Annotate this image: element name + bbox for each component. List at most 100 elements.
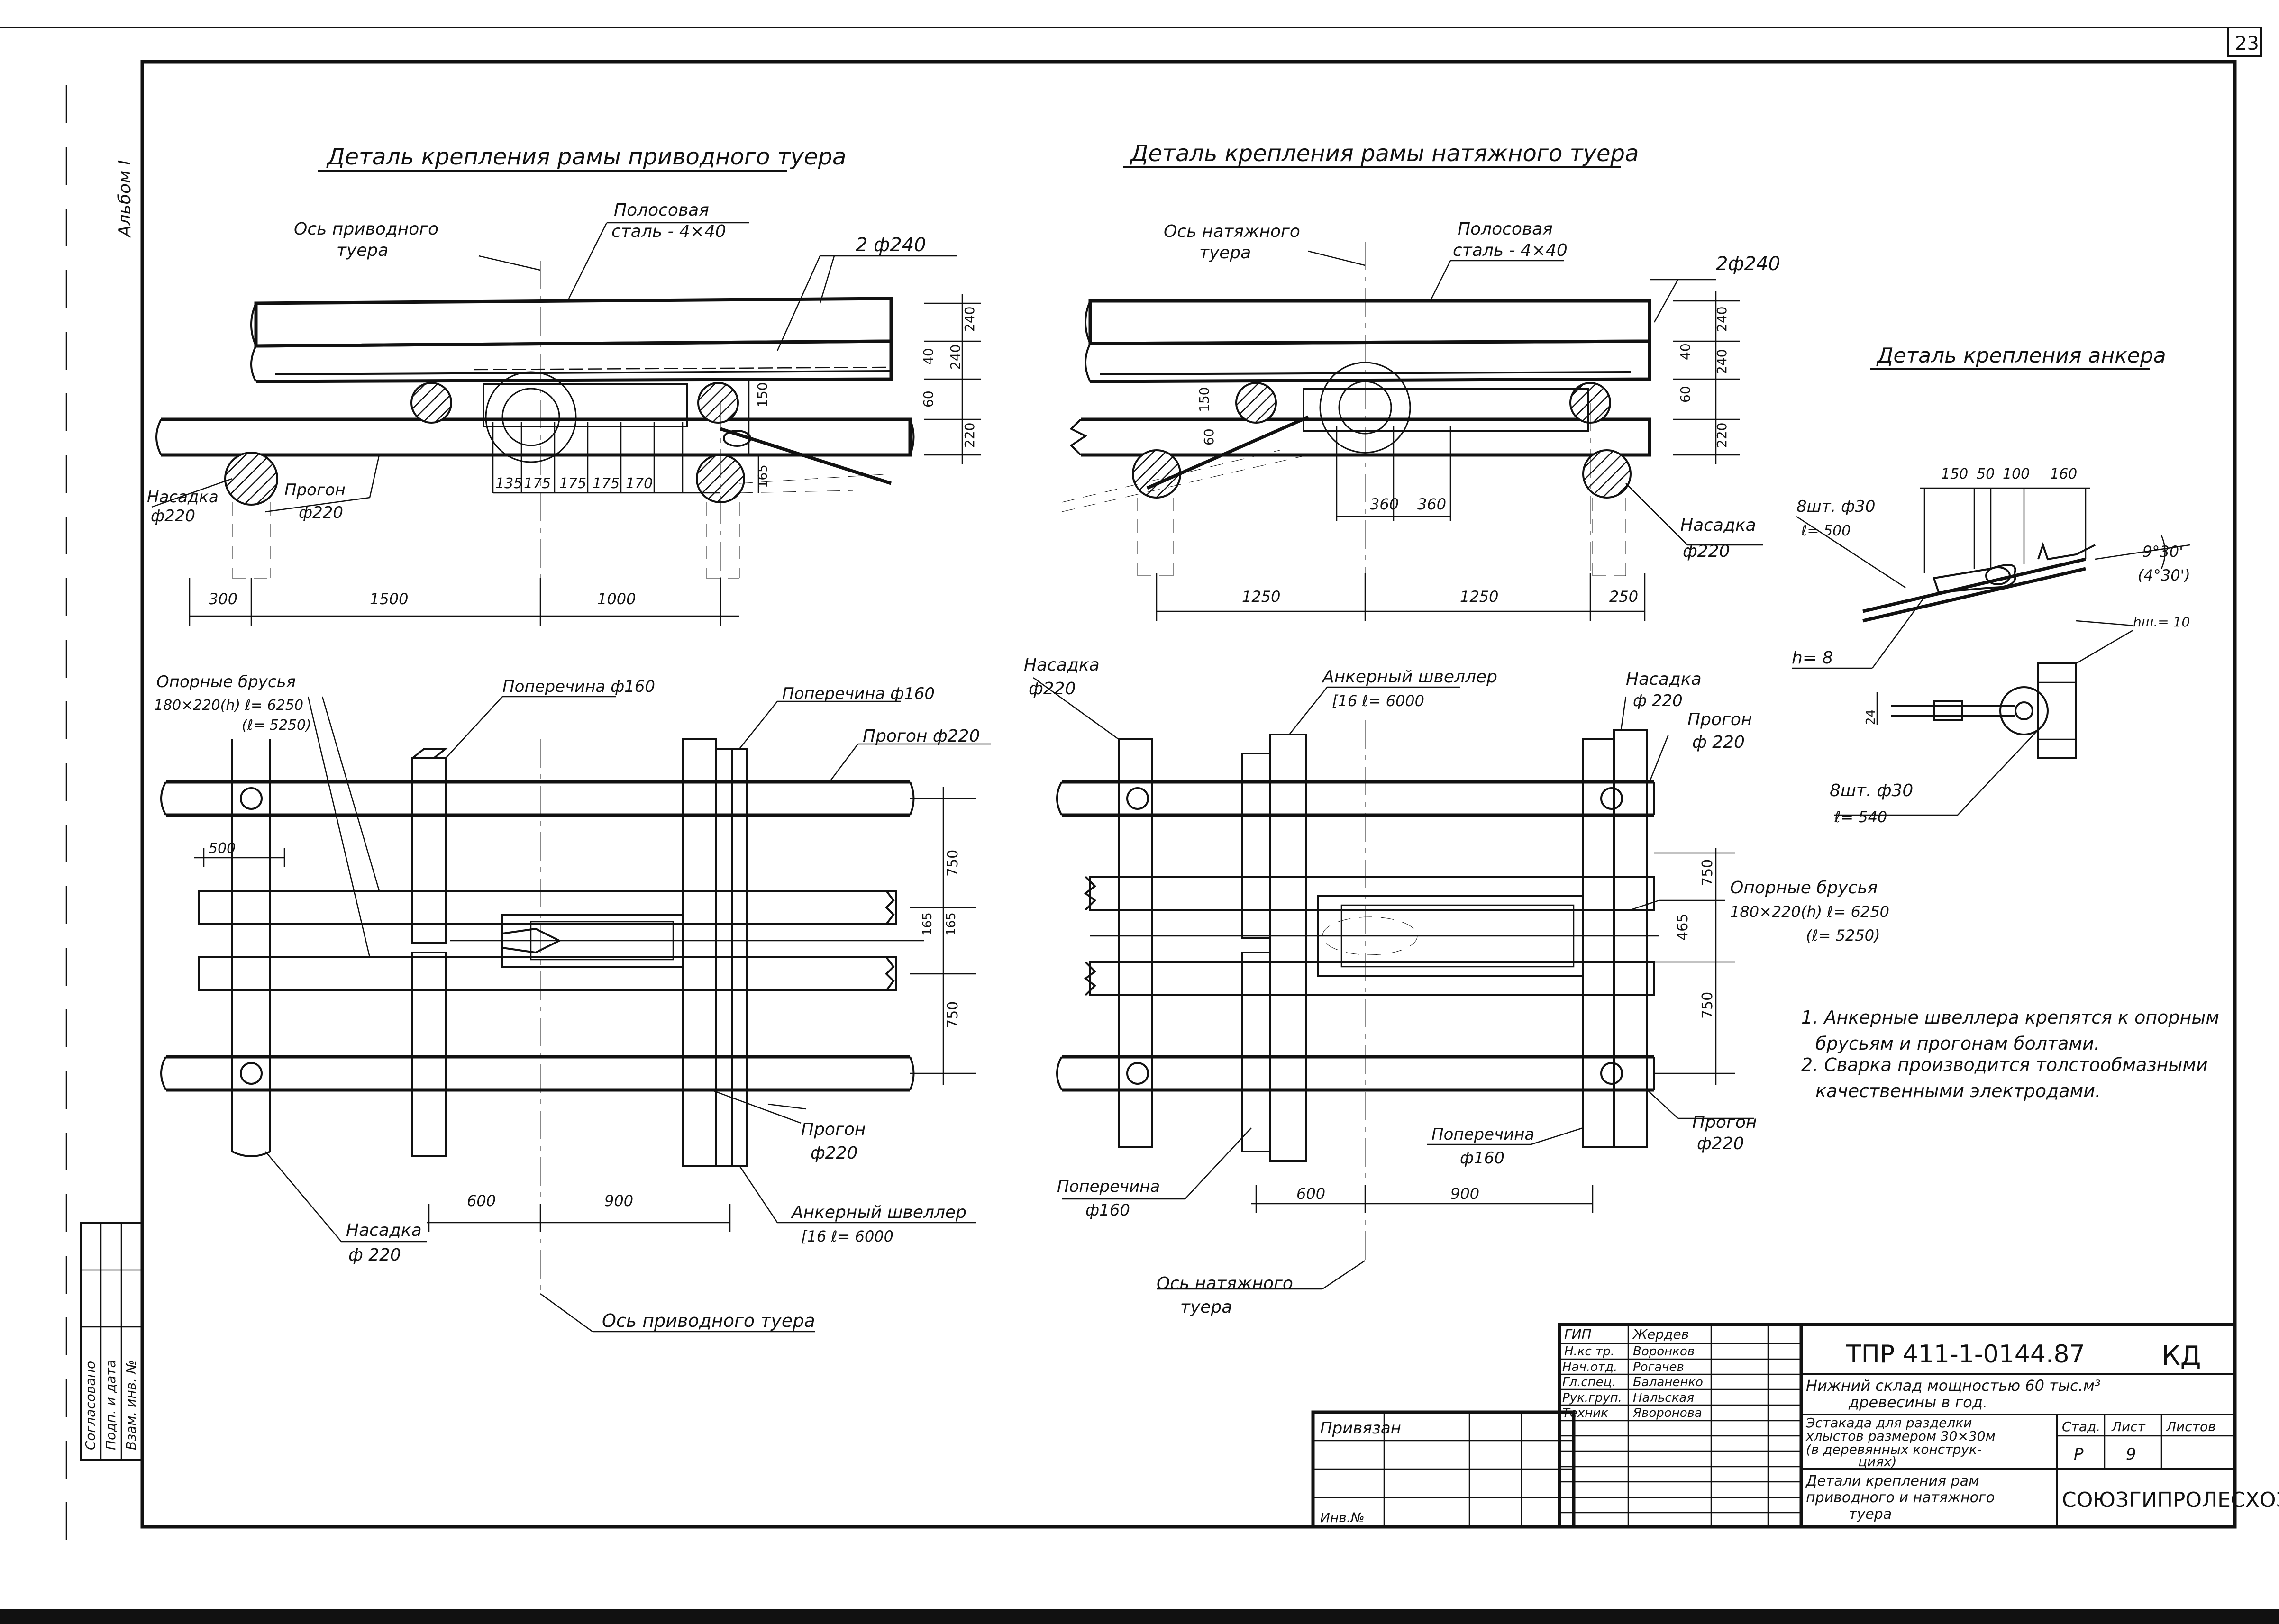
note-line-2: брусьям и прогонам болтами. [1815, 1033, 2100, 1054]
note-line-1: 1. Анкерные швеллера крепятся к опорным [1801, 1007, 2219, 1028]
title-tension-frame: Деталь крепления рамы натяжного туера [1130, 140, 1639, 167]
tension-dim-240b: 240 [1714, 349, 1730, 374]
signer-name-3: Рогачев [1633, 1360, 1684, 1374]
drive-plan-progon-bottom: Прогон [801, 1120, 866, 1139]
tension-dim-60: 60 [1677, 386, 1693, 403]
drive-plan-channel: Анкерный швеллер [791, 1203, 966, 1222]
drive-dim-175a: 175 [524, 475, 551, 492]
drive-plan-channel-size: [16 ℓ= 6000 [801, 1227, 893, 1245]
tension-plan-crossbar-right: Поперечина [1431, 1125, 1534, 1144]
tension-dim-60b: 60 [1201, 428, 1217, 445]
anchor-detail [1792, 487, 2190, 816]
title-drive-frame: Деталь крепления рамы приводного туера [326, 144, 846, 170]
drive-plan-progon-top: Прогон ф220 [863, 726, 980, 746]
tension-plan-dim-600: 600 [1296, 1185, 1325, 1203]
inner-frame [140, 60, 2237, 1529]
anchor-angle-alt: (4°30') [2138, 566, 2190, 584]
drive-dim-175b: 175 [559, 475, 586, 492]
signer-role-3: Нач.отд. [1562, 1360, 1617, 1374]
signer-name-2: Воронков [1633, 1344, 1695, 1359]
drive-dim-40: 40 [921, 348, 936, 365]
signer-role-5: Рук.груп. [1562, 1391, 1622, 1405]
drive-plan-crossbar-1: Поперечина ф160 [502, 677, 655, 696]
tension-plan-progon-top: Прогон [1687, 710, 1752, 729]
drive-plan-dim-165b: 165 [944, 912, 958, 936]
document-code: ТПР 411-1-0144.87 [1846, 1340, 2085, 1369]
drive-plan-dim-750a: 750 [945, 850, 961, 877]
anchor-dim-160: 160 [2050, 466, 2077, 482]
drive-logs-label: 2 ф240 [856, 234, 926, 256]
tension-plan-crossbar-left: Поперечина [1057, 1177, 1160, 1196]
drive-axis-label-2: туера [337, 241, 388, 260]
tension-dim-150: 150 [1196, 387, 1212, 412]
drive-progon-label: Прогон [284, 481, 346, 499]
sheet-value: 9 [2126, 1445, 2136, 1464]
stage-value: Р [2074, 1445, 2084, 1464]
title-anchor: Деталь крепления анкера [1876, 344, 2166, 368]
tension-plan-nasadka-left: Насадка [1024, 655, 1100, 675]
tension-frame-plan [1033, 677, 1754, 1290]
drive-dim-135: 135 [495, 475, 522, 492]
tension-dim-40: 40 [1677, 343, 1693, 360]
anchor-rod2-count: 8шт. ф30 [1830, 781, 1913, 800]
drive-plan-dim-900: 900 [604, 1192, 633, 1210]
note-line-3: 2. Сварка производится толстообмазными [1801, 1054, 2208, 1075]
anchor-dim-50: 50 [1977, 466, 1995, 482]
project-line-1: Нижний склад мощностью 60 тыс.м³ [1806, 1377, 2101, 1395]
anchor-weld-size: hш.= 10 [2133, 614, 2190, 630]
drive-plan-crossbar-2: Поперечина ф160 [782, 684, 935, 703]
drive-plan-progon-bottom-size: ф220 [811, 1143, 858, 1163]
left-stamp-line-2: Подп. и дата [103, 1360, 119, 1450]
drive-dim-60: 60 [921, 390, 936, 408]
tension-plan-beams-size: 180×220(h) ℓ= 6250 [1730, 903, 1889, 921]
drive-strip-steel-1: Полосовая [614, 200, 709, 220]
tension-axis-label-2: туера [1199, 243, 1251, 263]
tension-plan-nasadka-left-size: ф220 [1029, 679, 1076, 699]
drive-nasadka-label: Насадка [147, 488, 219, 507]
anchor-h: h= 8 [1792, 648, 1833, 668]
tension-plan-axis-2: туера [1180, 1297, 1232, 1317]
drive-plan-beams-alt: (ℓ= 5250) [242, 717, 311, 734]
drive-dim-1000: 1000 [597, 590, 636, 608]
tension-plan-dim-750b: 750 [1699, 992, 1716, 1019]
subject-line-4: циях) [1858, 1454, 1897, 1470]
drive-strip-steel-2: сталь - 4×40 [611, 222, 726, 241]
tension-plan-dim-900: 900 [1450, 1185, 1479, 1203]
drive-plan-axis: Ось приводного туера [602, 1310, 815, 1331]
tension-dim-1250a: 1250 [1242, 588, 1280, 606]
note-line-4: качественными электродами. [1815, 1080, 2101, 1101]
drive-progon-size: ф220 [299, 503, 343, 522]
project-line-2: древесины в год. [1848, 1393, 1987, 1411]
subject-line-3: (в деревянных конструк- [1806, 1442, 1982, 1457]
tension-plan-crossbar-left-size: ф160 [1085, 1201, 1130, 1220]
signer-name-1: Жердев [1632, 1326, 1689, 1342]
drive-dim-150: 150 [755, 382, 770, 408]
left-stamp-line-3: Взам. инв. № [123, 1360, 139, 1450]
tension-dim-1250b: 1250 [1460, 588, 1498, 606]
tension-plan-beams: Опорные брусья [1730, 878, 1878, 898]
tension-strip-steel-2: сталь - 4×40 [1453, 241, 1568, 260]
sheet-title-1: Детали крепления рам [1805, 1473, 1979, 1489]
left-stamp-line-1: Согласовано [82, 1361, 98, 1450]
drive-dim-1500: 1500 [370, 590, 408, 608]
drive-dim-220: 220 [962, 423, 977, 448]
tension-plan-nasadka-right: Насадка [1626, 670, 1702, 689]
sheet-title-2: приводного и натяжного [1806, 1489, 1995, 1506]
stage-head-1: Стад. [2062, 1419, 2100, 1434]
anchor-dim-100: 100 [2003, 466, 2030, 482]
drive-plan-nasadka: Насадка [346, 1221, 422, 1240]
tension-plan-channel: Анкерный швеллер [1322, 667, 1497, 687]
tension-plan-beams-alt: (ℓ= 5250) [1806, 926, 1880, 944]
anchor-rod1-length: ℓ= 500 [1801, 523, 1851, 539]
tension-plan-dim-750a: 750 [1699, 859, 1716, 886]
drive-plan-dim-165a: 165 [921, 912, 935, 936]
drive-frame-plan [160, 696, 991, 1333]
anchor-dim-150: 150 [1941, 466, 1968, 482]
title-block [1311, 1323, 2237, 1529]
tension-plan-channel-size: [16 ℓ= 6000 [1332, 692, 1424, 710]
tension-frame-elevation [1061, 242, 1763, 621]
tension-nasadka-label: Насадка [1680, 516, 1756, 535]
tension-plan-crossbar-right-size: ф160 [1460, 1149, 1504, 1168]
drive-plan-dim-500: 500 [209, 840, 236, 857]
